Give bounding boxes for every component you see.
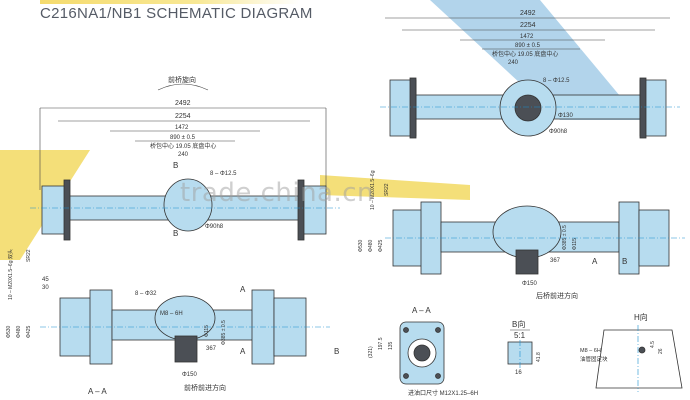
rp-dim-425: Φ425 [378, 239, 384, 252]
right-plan-view: 10 – M20X1.5–6g SR22 Φ530 Φ480 Φ425 Φ385… [358, 170, 685, 300]
lp-section-a-bottom: A [240, 347, 246, 356]
front-shaft-label: Φ90h8 [205, 224, 224, 230]
front-dim-890: 890 ± 0.5 [170, 135, 196, 141]
vh-dim-26: 26 [658, 348, 664, 354]
vb-dim-16: 16 [515, 370, 522, 376]
tr-bolt-label: 8 – Φ12.5 [543, 78, 570, 84]
rp-section-b: B [622, 257, 627, 266]
front-center-label: 桥包中心 19.05 底盘中心 [150, 142, 216, 150]
rp-dim-480: Φ480 [368, 239, 374, 252]
front-bolt-label: 8 – Φ12.5 [210, 171, 237, 177]
view-h: H向 M8 – 6H 油管固定块 4.5 26 [580, 312, 683, 392]
vb-dim-418: 41.8 [536, 352, 542, 362]
lp-side-label-1: 10 – M20X1.5–6g 双头 [7, 249, 14, 300]
aa-bolt-hole [403, 373, 409, 379]
rp-dim-385: Φ385 ± 0.5 [562, 225, 568, 250]
rp-dim-115: Φ115 [572, 238, 578, 250]
title-highlight-band [40, 0, 300, 4]
aa-title: A – A [412, 306, 431, 315]
brake-drum-right [297, 179, 305, 241]
tr-drum-right [639, 77, 647, 139]
front-dim-1472: 1472 [175, 125, 189, 131]
view-b: B向 5:1 16 41.8 [507, 319, 542, 376]
brake-drum-left [63, 179, 71, 241]
aa-bolt-label: 进油口尺寸 M12X1.25–6H [408, 389, 478, 397]
aa-dim-135: 135 [388, 341, 394, 350]
yellow-wedge-mid [320, 175, 470, 200]
vb-scale: 5:1 [514, 331, 526, 340]
vh-sub-label: 油管固定块 [580, 355, 608, 363]
lp-section-b: B [334, 347, 339, 356]
lp-direction-label: 前桥前进方向 [184, 383, 226, 392]
front-section-b-bottom: B [173, 229, 178, 238]
lp-dim-30: 30 [42, 285, 49, 291]
section-aa-view: A – A 197.5 135 (321) 进油口尺寸 M12X1.25–6H [368, 306, 478, 397]
aa-bolt-hole [435, 327, 441, 333]
tr-dim-890: 890 ± 0.5 [515, 43, 541, 49]
vh-title: H向 [634, 312, 648, 322]
front-dim-2254: 2254 [175, 113, 191, 120]
vh-label: M8 – 6H [580, 348, 601, 354]
tr-dim-2254: 2254 [520, 22, 536, 29]
aa-bolt-hole [435, 373, 441, 379]
lp-dim-45: 45 [42, 277, 49, 283]
tr-dim-2492: 2492 [520, 10, 536, 17]
page-title: C216NA1/NB1 SCHEMATIC DIAGRAM [40, 5, 313, 22]
lp-section-a-top: A [240, 285, 246, 294]
vb-title: B向 [512, 319, 525, 329]
tr-dim-1472: 1472 [520, 34, 534, 40]
aa-dim-1975: 197.5 [378, 337, 384, 350]
lp-pinion [174, 335, 198, 363]
left-plan-view: 10 – M20X1.5–6g 双头 SR22 Φ530 Φ480 Φ425 4… [6, 249, 339, 396]
lp-bottom-label: A – A [88, 387, 107, 396]
lp-dim-425: Φ425 [26, 325, 32, 338]
front-dim-2492: 2492 [175, 100, 191, 107]
lp-mark-m8: M8 – 6H [160, 311, 183, 317]
rp-direction-label: 后桥前进方向 [536, 291, 578, 300]
rotation-arrow [157, 83, 209, 91]
front-center-housing [163, 178, 213, 232]
lp-bolt-label: 8 – Φ32 [135, 291, 157, 297]
rp-val-367: 367 [550, 258, 561, 264]
lp-dia-150: Φ150 [182, 372, 197, 378]
front-section-b-top: B [173, 161, 178, 170]
tr-shaft-label: Φ90h8 [549, 129, 568, 135]
front-rotation-label: 前桥旋向 [168, 75, 196, 84]
tr-center-label: 桥包中心 19.05 底盘中心 [492, 50, 558, 58]
lp-dim-115: Φ115 [204, 325, 210, 337]
rp-dim-530: Φ530 [358, 239, 364, 252]
vh-hole [638, 346, 646, 354]
rp-section-a: A [592, 257, 598, 266]
rp-side-label-2: SR22 [384, 183, 390, 196]
lp-side-label-2: SR22 [26, 249, 32, 262]
tr-drum-left [409, 77, 417, 139]
front-view: 前桥旋向 2492 2254 1472 890 ± 0.5 桥包中心 19.05… [30, 75, 340, 241]
vh-dim-45: 4.5 [650, 341, 656, 348]
tr-dia-130: Φ130 [558, 113, 573, 119]
watermark: trade.china.cn [180, 178, 375, 208]
lp-dim-530: Φ530 [6, 325, 12, 338]
tr-center-hub [514, 94, 542, 122]
rp-dia-150: Φ150 [522, 281, 537, 287]
rp-side-label-1: 10 – M20X1.5–6g [370, 170, 376, 210]
tr-dim-240: 240 [508, 60, 519, 66]
top-right-view: 2492 2254 1472 890 ± 0.5 桥包中心 19.05 底盘中心… [380, 10, 680, 139]
aa-dim-321: (321) [368, 346, 374, 358]
lp-dim-385: Φ385 ± 0.5 [221, 320, 227, 345]
vh-outline [595, 329, 683, 389]
lp-dim-480: Φ480 [16, 325, 22, 338]
aa-hub [413, 344, 431, 362]
front-dim-240: 240 [178, 152, 189, 158]
rp-pinion [515, 249, 539, 275]
lp-val-367: 367 [206, 346, 217, 352]
aa-bolt-hole [403, 327, 409, 333]
